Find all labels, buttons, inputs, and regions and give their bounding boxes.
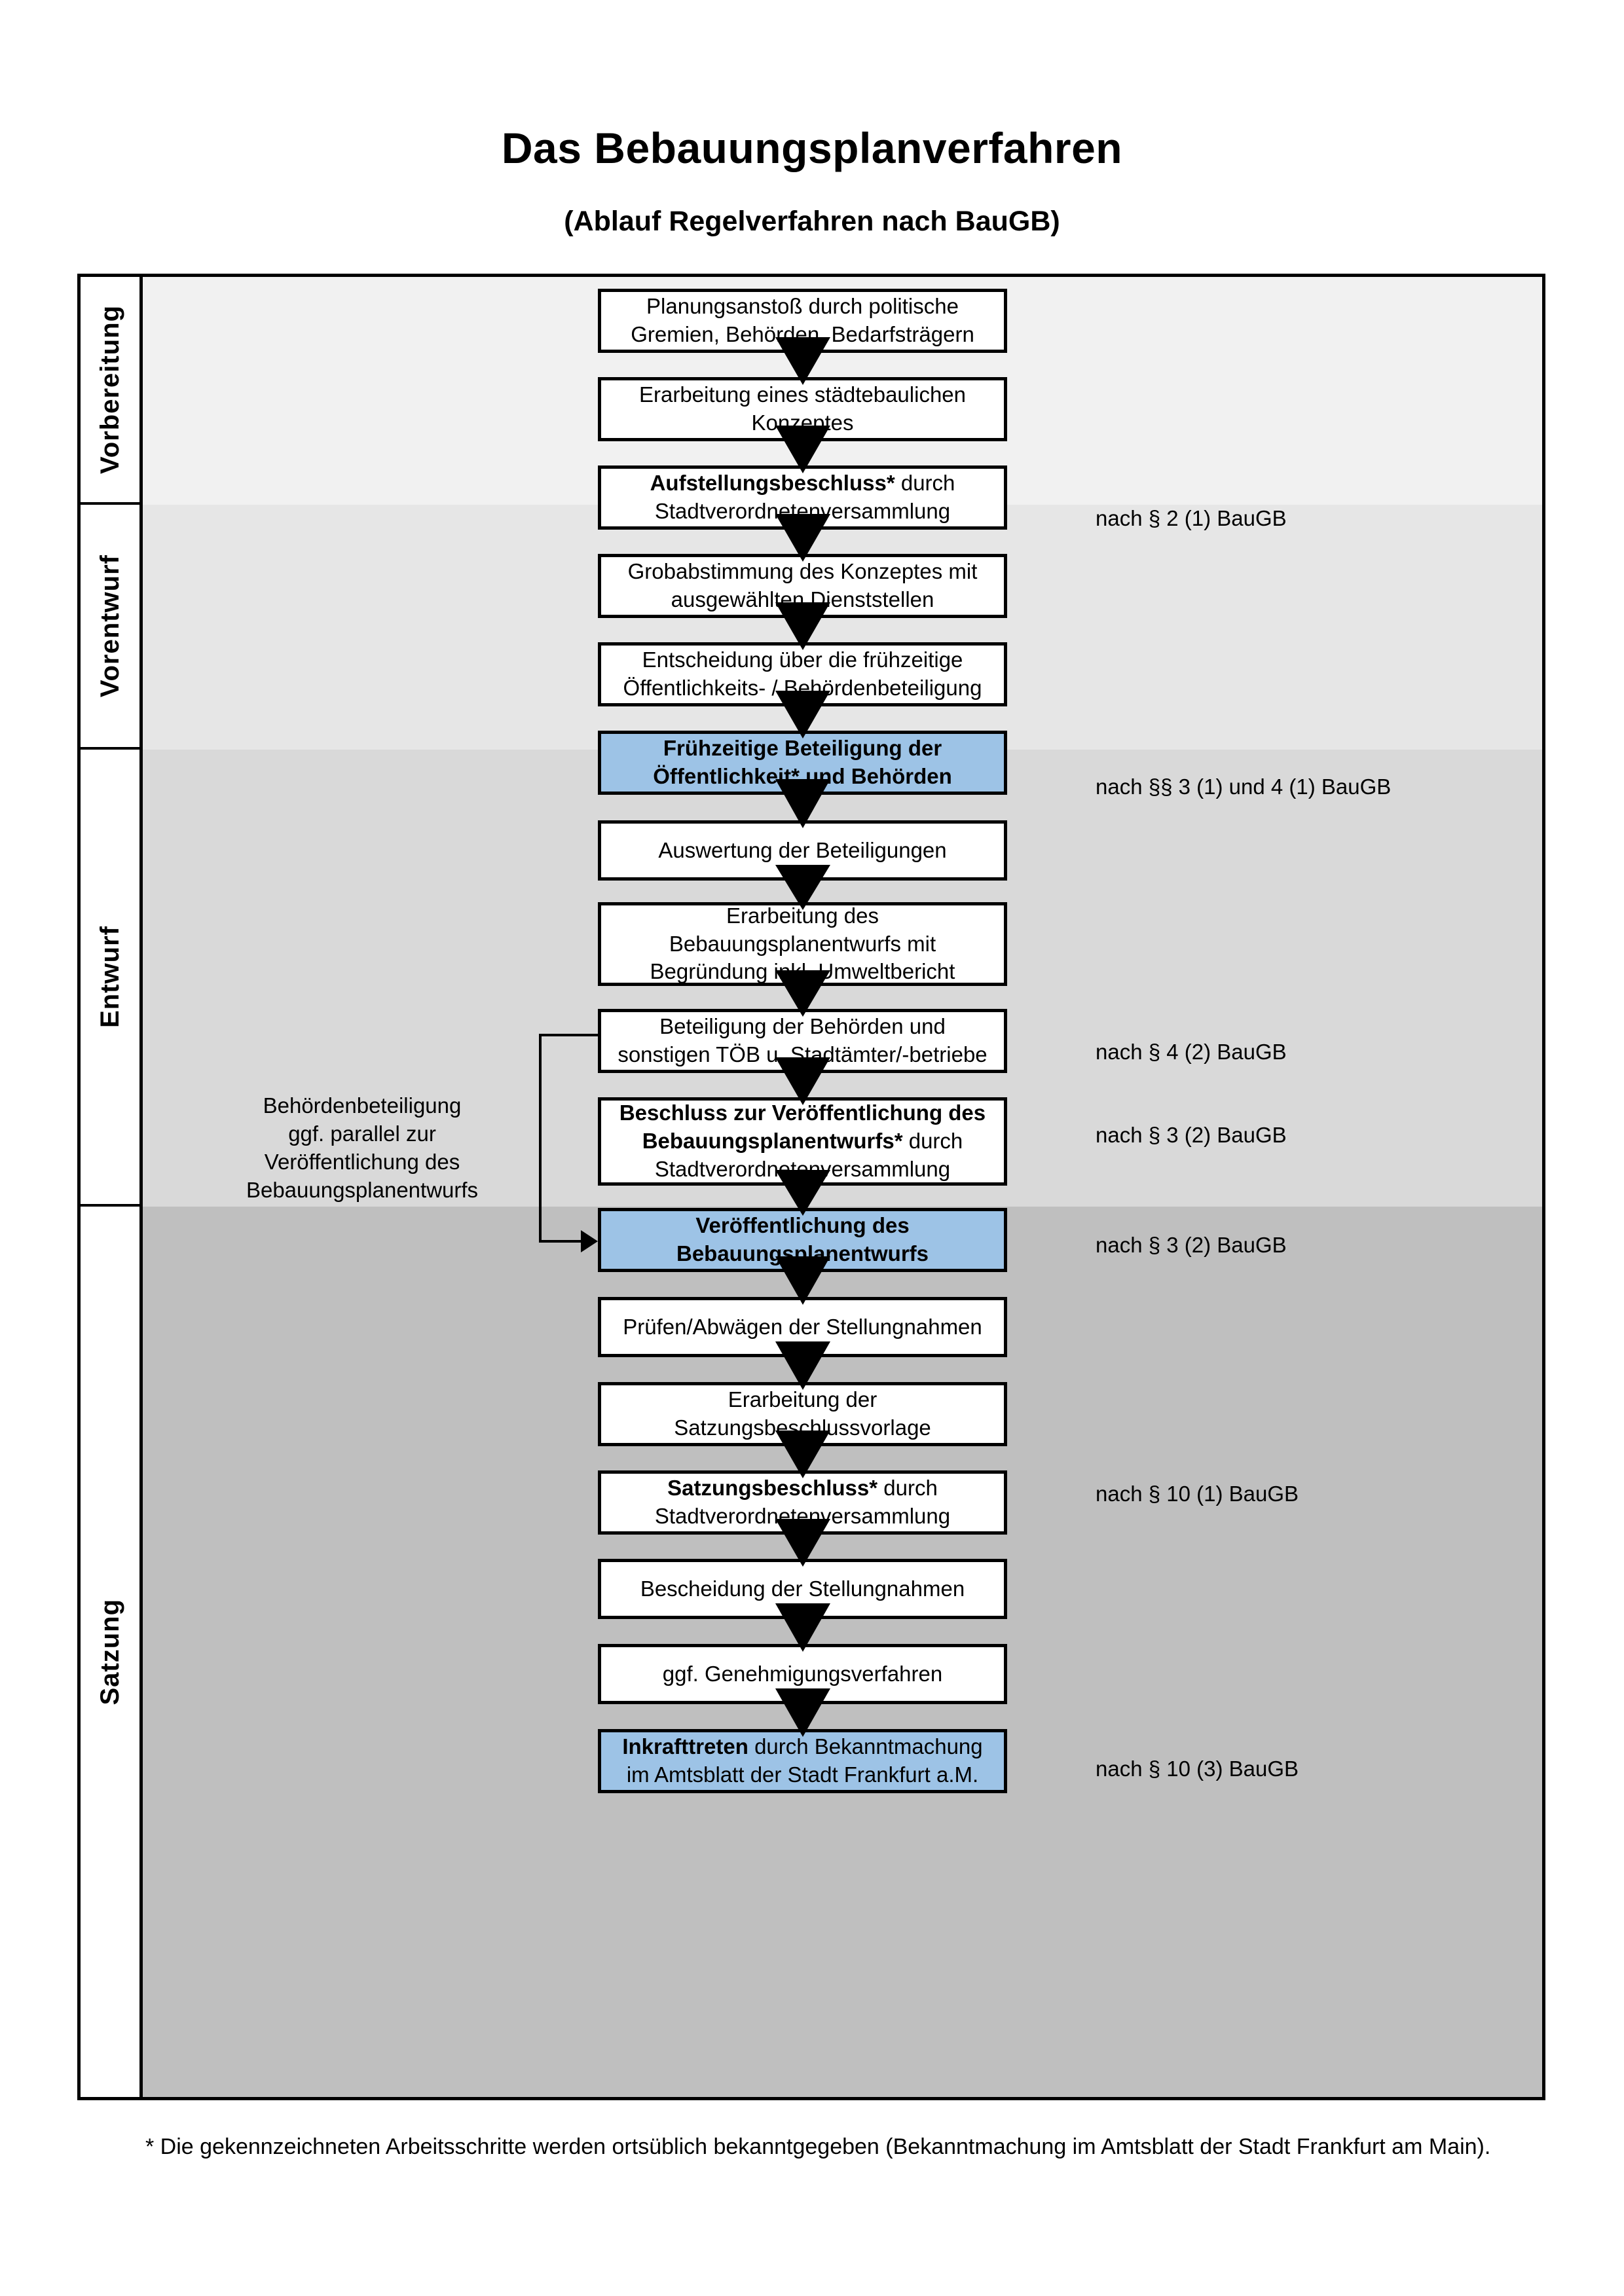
phase-label-satzung: Satzung — [95, 1598, 124, 1705]
phase-cell-vorentwurf: Vorentwurf — [81, 505, 139, 750]
process-box-label: ggf. Genehmigungsverfahren — [663, 1660, 942, 1688]
side-note-line-3: Veröffentlichung des — [264, 1149, 460, 1174]
flow-arrow-icon — [775, 1341, 830, 1390]
legal-reference-ref-par3-2-a: nach § 3 (2) BauGB — [1096, 1123, 1287, 1147]
band-vorentwurf — [143, 505, 1542, 750]
flow-arrow-icon — [775, 337, 830, 385]
flowchart-frame: Vorbereitung Vorentwurf Entwurf Satzung … — [77, 274, 1545, 2100]
flow-arrow-icon — [775, 1430, 830, 1478]
process-box-line: im Amtsblatt der Stadt Frankfurt a.M. — [626, 1762, 979, 1787]
footnote: * Die gekennzeichneten Arbeitsschritte w… — [145, 2134, 1491, 2159]
flow-arrow-icon — [775, 1519, 830, 1567]
legal-reference-ref-par3-1-4-1: nach §§ 3 (1) und 4 (1) BauGB — [1096, 774, 1392, 799]
process-box-line: Veröffentlichung des — [695, 1213, 910, 1238]
process-box-label: Prüfen/Abwägen der Stellungnahmen — [623, 1313, 982, 1341]
flow-arrow-icon — [775, 779, 830, 828]
process-box-line: Satzungsbeschluss* durch — [667, 1476, 938, 1501]
side-note-line-2: ggf. parallel zur — [288, 1121, 436, 1146]
process-box-line: Erarbeitung der — [728, 1387, 877, 1412]
process-box-line: Prüfen/Abwägen der Stellungnahmen — [623, 1314, 982, 1339]
connector-vertical-segment — [539, 1034, 542, 1240]
document-header: Das Bebauungsplanverfahren (Ablauf Regel… — [0, 0, 1624, 237]
flow-arrow-icon — [775, 426, 830, 473]
process-box-line: Beteiligung der Behörden und — [659, 1014, 946, 1039]
process-box-line: Erarbeitung eines städtebaulichen — [638, 382, 966, 407]
side-note-line-1: Behördenbeteiligung — [263, 1093, 462, 1118]
process-box-line: Frühzeitige Beteiligung der — [663, 736, 942, 761]
process-box-line: Bebauungsplanentwurfs* durch — [642, 1129, 963, 1154]
phase-cell-entwurf: Entwurf — [81, 750, 139, 1207]
phase-cell-vorbereitung: Vorbereitung — [81, 277, 139, 505]
phase-cell-satzung: Satzung — [81, 1207, 139, 2097]
flow-arrow-icon — [775, 1688, 830, 1737]
process-box-label: Auswertung der Beteiligungen — [658, 837, 946, 865]
phase-label-vorbereitung: Vorbereitung — [95, 305, 124, 474]
process-box-line: Inkrafttreten durch Bekanntmachung — [622, 1734, 983, 1759]
flow-arrow-icon — [775, 1057, 830, 1105]
process-box-line: Planungsanstoß durch politische — [646, 294, 959, 319]
legal-reference-ref-par10-3: nach § 10 (3) BauGB — [1096, 1757, 1299, 1781]
phase-label-vorentwurf: Vorentwurf — [95, 554, 124, 698]
page-title: Das Bebauungsplanverfahren — [501, 124, 1123, 172]
page-subtitle: (Ablauf Regelverfahren nach BauGB) — [564, 205, 1060, 237]
process-box-line: Grobabstimmung des Konzeptes mit — [627, 559, 978, 584]
flow-arrow-icon — [775, 1256, 830, 1305]
connector-bottom-segment — [539, 1240, 581, 1243]
process-box-inkrafttreten[interactable]: Inkrafttreten durch Bekanntmachung im Amt… — [598, 1729, 1007, 1793]
phase-label-entwurf: Entwurf — [95, 926, 124, 1028]
side-note-line-4: Bebauungsplanentwurfs — [246, 1177, 479, 1202]
flow-arrow-icon — [775, 865, 830, 910]
process-box-label: Inkrafttreten durch Bekanntmachung im Amt… — [622, 1733, 982, 1789]
phase-label-column: Vorbereitung Vorentwurf Entwurf Satzung — [81, 277, 143, 2097]
process-box-line: Auswertung der Beteiligungen — [658, 837, 947, 862]
process-box-line: Entscheidung über die frühzeitige — [642, 647, 963, 672]
connector-top-segment — [539, 1034, 598, 1036]
process-box-line: Aufstellungsbeschluss* durch — [650, 471, 955, 496]
flow-arrow-icon — [775, 970, 830, 1017]
connector-arrowhead-icon — [581, 1230, 598, 1252]
process-box-line: ggf. Genehmigungsverfahren — [662, 1661, 943, 1686]
flow-arrow-icon — [775, 1603, 830, 1652]
flow-arrow-icon — [775, 602, 830, 650]
legal-reference-ref-par2-1: nach § 2 (1) BauGB — [1096, 506, 1287, 530]
process-box-label: Bescheidung der Stellungnahmen — [640, 1575, 965, 1603]
flow-arrow-icon — [775, 1170, 830, 1216]
legal-reference-ref-par3-2-b: nach § 3 (2) BauGB — [1096, 1233, 1287, 1257]
flow-arrow-icon — [775, 514, 830, 562]
process-box-line: Bescheidung der Stellungnahmen — [640, 1576, 965, 1601]
process-box-line: Bebauungsplanentwurfs mit — [669, 931, 936, 956]
legal-reference-ref-par10-1: nach § 10 (1) BauGB — [1096, 1482, 1299, 1506]
side-note-behoerdenbeteiligung: Behördenbeteiligung ggf. parallel zur Ve… — [192, 1092, 532, 1205]
flow-arrow-icon — [775, 691, 830, 738]
legal-reference-ref-par4-2: nach § 4 (2) BauGB — [1096, 1040, 1287, 1064]
